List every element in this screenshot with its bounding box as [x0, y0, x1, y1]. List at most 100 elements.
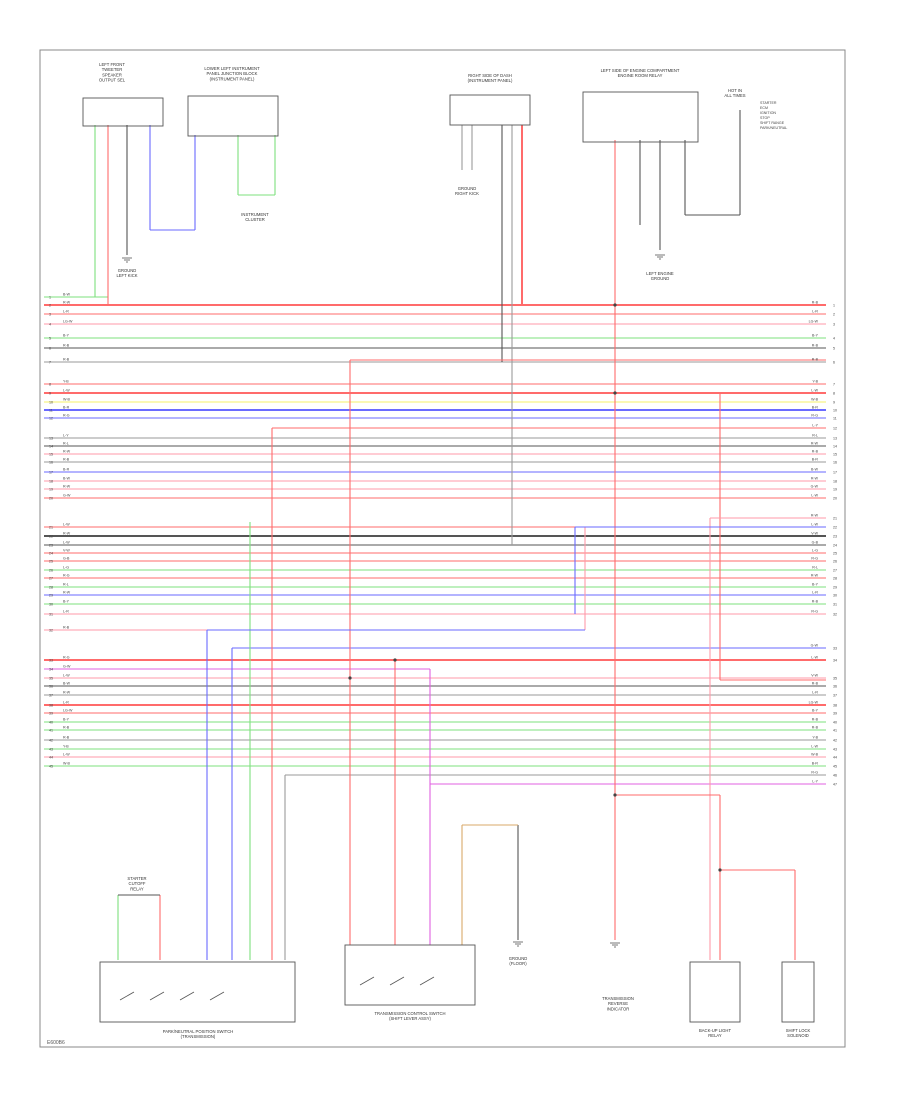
lower-left-instrument-panel-label: PANEL JUNCTION BLOCK: [207, 71, 258, 76]
pin-number-left: 17: [49, 471, 53, 475]
pin-number-right: 39: [833, 712, 837, 716]
wire-label-left: W-B: [63, 762, 71, 766]
pin-number-right: 40: [833, 721, 837, 725]
left-engine-ground-label: LEFT ENGINE: [646, 271, 674, 276]
pin-number-left: 21: [49, 526, 53, 530]
transmission-reverse-indicator-label: REVERSE: [608, 1001, 628, 1006]
wire-label-left: R-W: [63, 691, 71, 695]
pin-number-left: 25: [49, 560, 53, 564]
right-dash-label: RIGHT SIDE OF DASH: [468, 73, 512, 78]
figure-id: E600B6: [47, 1040, 65, 1046]
lower-left-instrument-panel-label: (INSTRUMENT PANEL): [210, 76, 255, 81]
ground-right-kick-label: RIGHT KICK: [455, 191, 479, 196]
engine-room-relay-label: ENGINE ROOM RELAY: [618, 73, 663, 78]
wire-label-right: B-R: [812, 762, 819, 766]
switch-contact: [359, 976, 375, 986]
switch-contact: [209, 991, 225, 1001]
wire-label-right: R-W: [811, 477, 819, 481]
wire-label-left: B-R: [63, 406, 70, 410]
wire-label-left: Y-B: [63, 745, 69, 749]
pin-number-right: 36: [833, 685, 837, 689]
pin-number-right: 31: [833, 603, 837, 607]
wire-label-right: V-W: [811, 532, 818, 536]
switch-contact: [179, 991, 195, 1001]
wire-label-right: W-B: [811, 753, 819, 757]
left-engine-ground-label: GROUND: [651, 276, 670, 281]
pin-number-left: 32: [49, 629, 53, 633]
hot-list-label: PARK/NEUTRAL: [760, 126, 787, 130]
pin-number-right: 41: [833, 729, 837, 733]
wire-label-right: L-Y: [812, 780, 818, 784]
pin-number-left: 8: [49, 383, 51, 387]
wire-label-left: R-B: [63, 344, 70, 348]
park-neutral-switch-label: PARK/NEUTRAL POSITION SWITCH: [163, 1029, 234, 1034]
wire-label-left: R-L: [63, 583, 69, 587]
pin-number-left: 4: [49, 323, 51, 327]
wire-label-right: LG-W: [809, 701, 819, 705]
pin-number-right: 30: [833, 594, 837, 598]
wire-label-left: B-R: [63, 468, 70, 472]
pin-number-right: 27: [833, 569, 837, 573]
pin-number-left: 1: [49, 296, 51, 300]
pin-number-left: 18: [49, 480, 53, 484]
pin-number-right: 14: [833, 445, 837, 449]
pin-number-left: 43: [49, 748, 53, 752]
wire-label-left: Y-B: [63, 380, 69, 384]
pin-number-right: 24: [833, 544, 837, 548]
wire-label-left: R-G: [63, 574, 70, 578]
pin-number-right: 11: [833, 417, 837, 421]
wire-label-right: Y-B: [812, 736, 818, 740]
ground-left-kick-label: GROUND: [118, 268, 137, 273]
wire-label-left: G-W: [63, 494, 71, 498]
transmission-reverse-indicator-label: TRANSMISSION: [602, 996, 634, 1001]
pin-number-right: 29: [833, 586, 837, 590]
switch-contact: [119, 991, 135, 1001]
pin-number-left: 38: [49, 704, 53, 708]
wire-label-right: L-R: [812, 310, 818, 314]
starter-cutoff-relay-label: CUTOFF: [129, 881, 146, 886]
hot-in-label: HOT IN: [728, 88, 742, 93]
right-dash-connector: [449, 94, 531, 126]
wire-label-right: L-Y: [812, 424, 818, 428]
pin-number-right: 18: [833, 480, 837, 484]
pin-number-right: 5: [833, 347, 835, 351]
splice-point: [613, 391, 617, 395]
wire-label-left: R-B: [63, 458, 70, 462]
wire-label-left: L-W: [63, 674, 70, 678]
wire-label-right: L-W: [811, 656, 818, 660]
wire-label-right: L-W: [811, 494, 818, 498]
wire-label-left: R-B: [63, 726, 70, 730]
left-front-speaker-label: SPEAKER: [102, 72, 122, 77]
wire-label-right: B-Y: [812, 583, 819, 587]
wire-label-right: L-W: [811, 745, 818, 749]
pin-number-left: 30: [49, 603, 53, 607]
pin-number-left: 39: [49, 712, 53, 716]
splice-point: [613, 303, 617, 307]
pin-number-right: 33: [833, 647, 837, 651]
wire-label-right: B-Y: [812, 334, 819, 338]
pin-number-left: 26: [49, 569, 53, 573]
wire-label-right: B-R: [812, 458, 819, 462]
pin-number-right: 13: [833, 437, 837, 441]
wire-label-left: R-W: [63, 591, 71, 595]
shift-lock-solenoid-label: SOLENOID: [787, 1033, 809, 1038]
wire-label-left: R-W: [63, 532, 71, 536]
pin-number-right: 7: [833, 383, 835, 387]
pin-number-left: 28: [49, 586, 53, 590]
pin-number-left: 22: [49, 535, 53, 539]
pin-number-right: 32: [833, 613, 837, 617]
wire-label-right: R-W: [811, 574, 819, 578]
pin-number-right: 35: [833, 677, 837, 681]
shift-lock-solenoid-label: SHIFT LOCK: [786, 1028, 811, 1033]
pin-number-right: 1: [833, 304, 835, 308]
pin-number-right: 38: [833, 704, 837, 708]
pin-number-right: 3: [833, 323, 835, 327]
pin-number-right: 8: [833, 392, 835, 396]
switch-contact: [419, 976, 435, 986]
wire-label-right: Y-B: [812, 380, 818, 384]
pin-number-left: 29: [49, 594, 53, 598]
pin-number-left: 15: [49, 453, 53, 457]
wire-label-left: R-G: [63, 656, 70, 660]
wire-label-left: G-B: [63, 557, 70, 561]
